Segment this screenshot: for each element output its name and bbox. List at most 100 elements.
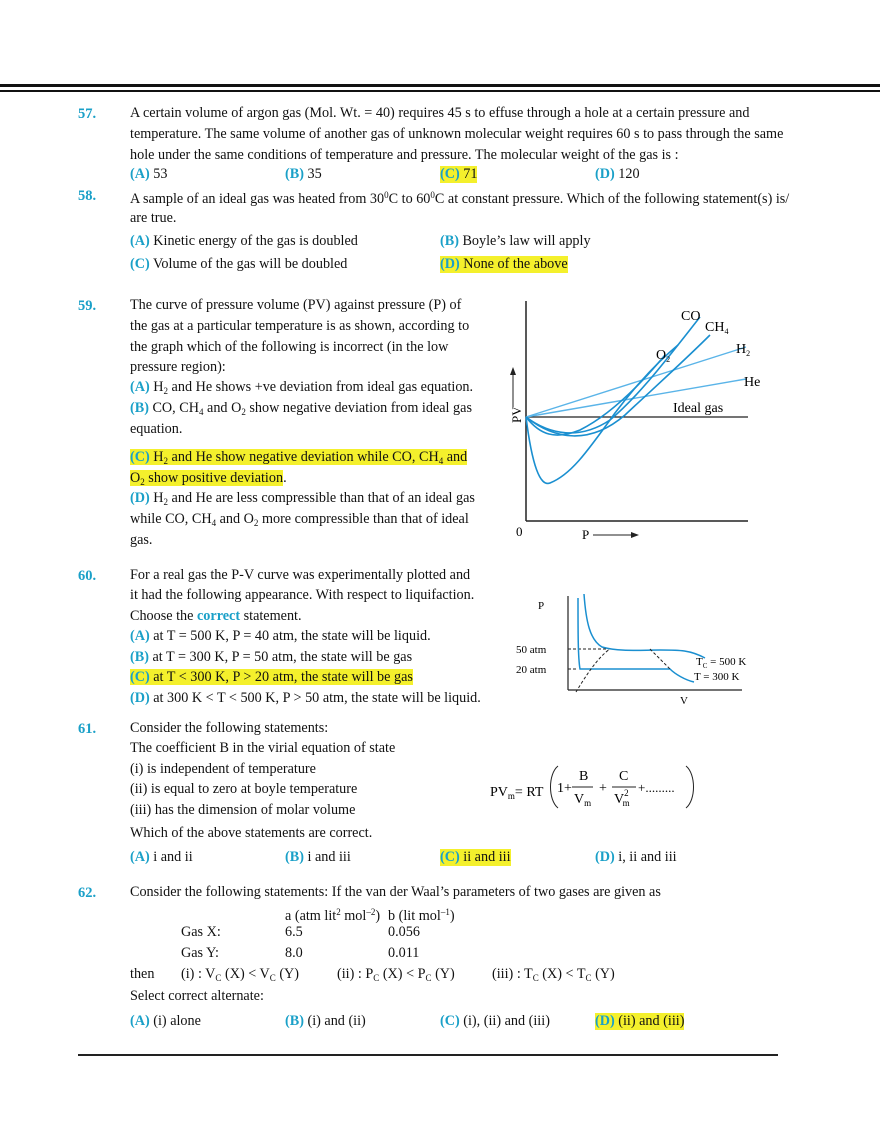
gas-x-b: 0.056 [388, 924, 420, 940]
tc-isotherm [583, 593, 706, 659]
option-d[interactable]: (D) 120 [595, 166, 640, 183]
co-label: CO [681, 309, 700, 324]
option-d-correct[interactable]: (D) None of the above [440, 256, 568, 273]
question-text-line: are true. [130, 210, 177, 226]
option-c-correct[interactable]: (C) at T < 300 K, P > 20 atm, the state … [130, 669, 413, 685]
question-text-line: the gas at a particular temperature is a… [130, 318, 470, 334]
pv-isotherm-graph: P V 50 atm 20 atm TC = 500 K T = 300 K [516, 593, 746, 707]
question-text-line: Choose the correct statement. [130, 608, 302, 624]
statement-i: (i) is independent of temperature [130, 761, 316, 777]
question-number: 57. [78, 106, 97, 122]
question-number: 59. [78, 298, 97, 314]
dome-left [575, 648, 611, 693]
question-text-line: The coefficient B in the virial equation… [130, 740, 396, 756]
question-text-line: temperature. The same volume of another … [130, 126, 784, 142]
option-label: (B) [285, 166, 304, 182]
gas-y-b: 0.011 [388, 945, 420, 961]
option-text: Volume of the gas will be doubled [153, 256, 348, 272]
p20-label: 20 atm [516, 664, 547, 676]
option-a[interactable]: (A) i and ii [130, 849, 193, 865]
statement-ii: (ii) : PC (X) < PC (Y) [337, 966, 455, 983]
option-d[interactable]: (D) H2 and He are less compressible than… [130, 490, 475, 507]
option-label: (A) [130, 233, 150, 249]
svg-text:+.........: +......... [638, 780, 675, 795]
statement-ii: (ii) is equal to zero at boyle temperatu… [130, 781, 358, 797]
left-paren [550, 765, 559, 809]
svg-text:C: C [619, 769, 628, 784]
option-b[interactable]: (B) i and iii [285, 849, 351, 865]
gas-x-a: 6.5 [285, 924, 303, 940]
option-a[interactable]: (A) at T = 500 K, P = 40 atm, the state … [130, 628, 431, 644]
pv-term: PVm= RT [490, 785, 544, 801]
option-label: (D) [440, 256, 460, 272]
svg-text:Vm: Vm [574, 792, 591, 808]
option-a[interactable]: (A) H2 and He shows +ve deviation from i… [130, 379, 474, 396]
question-number: 58. [78, 188, 97, 204]
option-b[interactable]: (B) at T = 300 K, P = 50 atm, the state … [130, 649, 413, 665]
t300-label: T = 300 K [694, 671, 739, 683]
statement-i: (i) : VC (X) < VC (Y) [181, 966, 300, 983]
question-text-line: For a real gas the P-V curve was experim… [130, 567, 471, 583]
h2-curve [525, 346, 747, 418]
option-label: (C) [130, 256, 150, 272]
option-text: Boyle’s law will apply [462, 233, 591, 249]
option-c-correct[interactable]: (C) H2 and He show negative deviation wh… [130, 449, 468, 466]
ch4-label: CH4 [705, 320, 728, 336]
question-number: 60. [78, 568, 97, 584]
option-d[interactable]: (D) at 300 K < T < 500 K, P > 50 atm, th… [130, 690, 481, 706]
option-b[interactable]: (B) 35 [285, 166, 322, 183]
then-label: then [130, 966, 155, 982]
option-c-correct[interactable]: (C) ii and iii [440, 849, 511, 866]
option-b[interactable]: (B) (i) and (ii) [285, 1013, 366, 1029]
t300-isotherm [577, 597, 695, 683]
option-d[interactable]: (D) i, ii and iii [595, 849, 677, 865]
question-text-line: The curve of pressure volume (PV) agains… [130, 297, 462, 313]
option-c-cont: O2 show positive deviation. [130, 470, 287, 487]
he-label: He [744, 375, 760, 390]
bottom-rule [78, 1054, 778, 1056]
option-d-cont2: gas. [130, 532, 153, 548]
option-a[interactable]: (A) 53 [130, 166, 167, 183]
question-text-line: the graph which of the following is inco… [130, 339, 449, 355]
gas-y-a: 8.0 [285, 945, 303, 961]
origin-label: 0 [516, 524, 523, 539]
option-label: (C) [440, 166, 460, 182]
question-text-line: A certain volume of argon gas (Mol. Wt. … [130, 105, 750, 121]
question-number: 62. [78, 885, 97, 901]
option-d-correct[interactable]: (D) (ii) and (iii) [595, 1013, 685, 1030]
top-rule [0, 84, 880, 87]
option-a[interactable]: (A) (i) alone [130, 1013, 201, 1029]
option-c[interactable]: (C) Volume of the gas will be doubled [130, 256, 347, 273]
pv-vs-p-graph: CO CH4 O2 H2 He Ideal gas PV 0 P [509, 301, 760, 542]
deep-dip-curve [525, 344, 679, 485]
option-b[interactable]: (B) Boyle’s law will apply [440, 233, 591, 250]
gas-y-label: Gas Y: [181, 945, 219, 961]
option-text: 35 [307, 166, 322, 182]
svg-text:B: B [579, 769, 588, 784]
option-label: (B) [440, 233, 459, 249]
option-c-correct[interactable]: (C) 71 [440, 166, 478, 183]
question-text-line: A sample of an ideal gas was heated from… [130, 190, 790, 207]
he-curve [525, 378, 747, 418]
option-label: (A) [130, 166, 150, 182]
select-prompt: Select correct alternate: [130, 988, 264, 1004]
option-b[interactable]: (B) CO, CH4 and O2 show negative deviati… [130, 400, 472, 417]
question-number: 61. [78, 721, 97, 737]
option-c[interactable]: (C) (i), (ii) and (iii) [440, 1013, 550, 1029]
option-text: None of the above [463, 256, 568, 272]
y-axis-label: PV [509, 406, 524, 423]
tc-label: TC = 500 K [696, 656, 746, 670]
statement-iii: (iii) : TC (X) < TC (Y) [492, 966, 615, 983]
option-d-cont: while CO, CH4 and O2 more compressible t… [130, 511, 469, 528]
option-b-cont: equation. [130, 421, 183, 437]
ch4-curve [525, 334, 711, 437]
x-axis-label: P [582, 527, 589, 542]
option-a[interactable]: (A) Kinetic energy of the gas is doubled [130, 233, 358, 250]
question-text-line: pressure region): [130, 359, 226, 375]
question-text-line: it had the following appearance. With re… [130, 587, 475, 603]
v-axis-label: V [680, 695, 688, 707]
option-text: 71 [463, 166, 478, 182]
question-text-line: Consider the following statements: If th… [130, 884, 661, 900]
question-text-line: hole under the same conditions of temper… [130, 147, 679, 163]
